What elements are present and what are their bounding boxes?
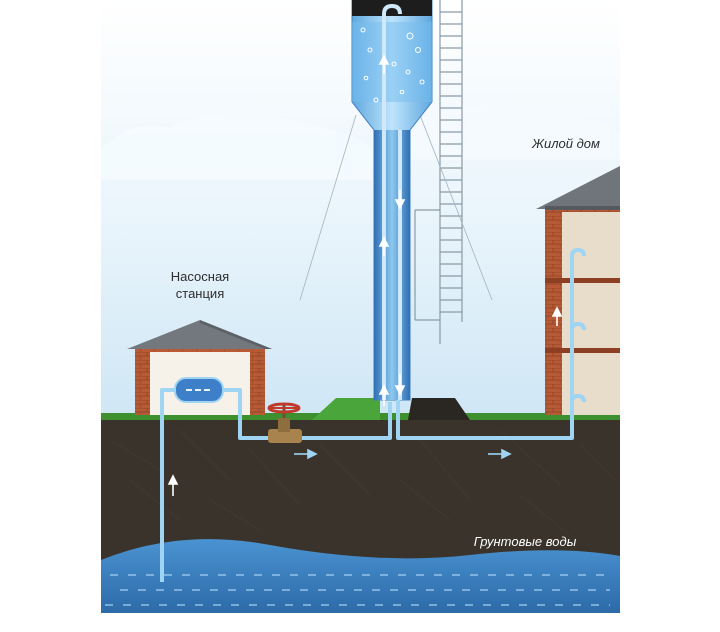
soil-texture (109, 429, 616, 536)
flow-arrows (167, 54, 563, 496)
arrow-icon (394, 374, 406, 396)
pump-station-roof (127, 320, 272, 349)
house-branch-2 (570, 394, 586, 403)
pump-station-building (127, 320, 272, 415)
residential-house-label: Жилой дом (531, 136, 600, 151)
arrow-icon (294, 448, 318, 460)
house-branch-1 (570, 322, 586, 331)
arrow-icon (394, 190, 406, 210)
arrow-icon (551, 306, 563, 326)
supply-pipe (222, 388, 392, 440)
tower-shaft (374, 130, 410, 400)
arrow-icon (378, 54, 390, 74)
arrow-icon (488, 448, 512, 460)
water-tower (351, 0, 433, 401)
groundwater-label: Грунтовые воды (474, 534, 577, 549)
arrow-icon (378, 236, 390, 256)
arrow-icon (167, 474, 179, 496)
pipes (160, 248, 586, 582)
tank-water-level (352, 22, 432, 102)
house-floor-1 (545, 278, 620, 283)
soil-mound (408, 398, 470, 420)
guy-wires (299, 114, 493, 301)
tower-pipe-hook (382, 3, 402, 15)
clouds (101, 116, 372, 180)
bubbles (360, 27, 425, 103)
distribution-pipe (396, 248, 586, 440)
pump-icon (174, 377, 224, 403)
arrow-icon (378, 384, 390, 406)
valve-icon (267, 402, 302, 443)
tower-ladder (414, 0, 463, 344)
house-floor-2 (545, 348, 620, 353)
pump-station-label-line1: Насосная (171, 269, 229, 284)
groundwater-body (101, 539, 620, 613)
groundwater-waves (105, 574, 610, 606)
grass-mound (312, 398, 380, 420)
house-roof (536, 166, 620, 209)
pump-station-label-line2: станция (176, 286, 224, 301)
residential-house (536, 166, 620, 415)
